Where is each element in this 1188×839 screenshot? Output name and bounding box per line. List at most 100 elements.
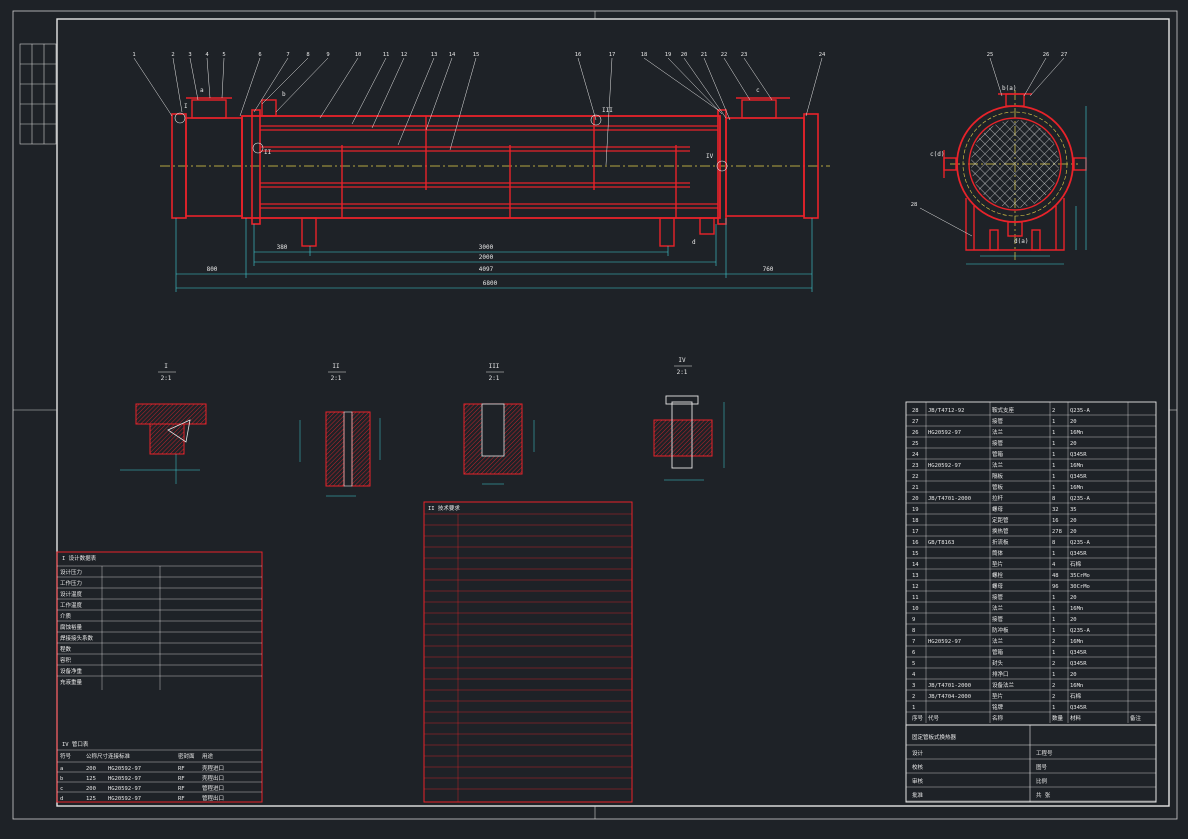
- parts-list-cell: 1: [1052, 474, 1055, 480]
- parts-list-cell: 管板: [992, 483, 1004, 491]
- nozzle-a: [191, 99, 227, 119]
- nozzle-table-cell: 管程进口: [202, 784, 224, 792]
- parts-list-cell: 4: [1052, 562, 1056, 568]
- nozzle-c: [741, 99, 777, 119]
- parts-list-cell: 法兰: [992, 637, 1004, 645]
- part-number-balloon: 20: [681, 52, 688, 58]
- design-row-label: 工作压力: [60, 579, 82, 587]
- parts-list-cell: 7: [912, 639, 915, 645]
- design-row-label: 工作温度: [60, 601, 83, 609]
- parts-list-cell: 16Mn: [1070, 463, 1083, 469]
- part-number-balloon: 21: [701, 52, 708, 58]
- parts-list-cell: 1: [1052, 606, 1055, 612]
- title-block-field: 共 张: [1036, 791, 1051, 799]
- parts-list-cell: 1: [1052, 551, 1055, 557]
- parts-list-header: 数量: [1052, 714, 1064, 722]
- parts-list-cell: 石棉: [1070, 560, 1082, 568]
- part-number-balloon: 8: [306, 52, 309, 58]
- dim-overall: 6800: [483, 280, 498, 287]
- nozzle-table-header: 密封面: [178, 752, 195, 760]
- side-balloon-leaders: [919, 57, 1065, 237]
- part-number-balloon: 28: [911, 202, 918, 208]
- tech-requirements-table: II 技术要求: [423, 501, 633, 803]
- side-dimension-lines: [966, 106, 1087, 265]
- parts-list-cell: 10: [912, 606, 919, 612]
- parts-list-cell: Q345R: [1070, 705, 1087, 711]
- parts-list-header: 备注: [1130, 714, 1142, 722]
- parts-list-cell: 接管: [992, 593, 1004, 601]
- detail-iii-label: III: [489, 363, 500, 370]
- parts-list-cell: Q345R: [1070, 452, 1087, 458]
- part-number-balloon: 5: [222, 52, 225, 58]
- part-number-balloon: 7: [286, 52, 289, 58]
- detail-marker-iii-label: III: [602, 107, 613, 114]
- nozzle-table-cell: RF: [178, 766, 185, 772]
- tech-table-title: II 技术要求: [428, 504, 460, 512]
- parts-list-cell: 20: [1070, 419, 1077, 425]
- parts-list-cell: 筒体: [992, 549, 1004, 557]
- design-row-label: 设备净重: [60, 667, 83, 675]
- parts-list-cell: 35CrMo: [1070, 573, 1090, 579]
- detail-iv-scale: 2:1: [677, 369, 688, 376]
- part-number-balloon: 9: [326, 52, 329, 58]
- parts-list-cell: 折流板: [992, 538, 1009, 546]
- parts-list-cell: 鞍式支座: [992, 406, 1015, 414]
- design-row-label: 介质: [60, 612, 72, 620]
- parts-list-cell: 设备法兰: [992, 681, 1015, 689]
- parts-list-cell: 1: [1052, 463, 1055, 469]
- part-number-balloon: 13: [431, 52, 438, 58]
- parts-list-cell: 拉杆: [992, 494, 1004, 502]
- detail-marker-ii: [252, 142, 264, 154]
- center-ticks: [13, 11, 1177, 819]
- parts-list-cell: HG20592-97: [928, 463, 961, 469]
- side-nozzle-label-top: b(a): [1002, 85, 1016, 92]
- side-tube-layout: [971, 120, 1059, 208]
- dim-right-head: 760: [763, 266, 774, 273]
- parts-list-cell: Q235-A: [1070, 496, 1091, 502]
- title-block-row: 批准: [912, 791, 924, 799]
- nozzle-table-cell: a: [60, 766, 63, 772]
- parts-list-cell: 15: [912, 551, 919, 557]
- part-number-balloon: 16: [575, 52, 582, 58]
- nozzle-table-header: 符号: [60, 752, 72, 760]
- parts-list-cell: 20: [1070, 595, 1077, 601]
- title-block-row: 审核: [912, 777, 924, 785]
- parts-list-cell: 16: [912, 540, 919, 546]
- nozzle-label-b: b: [282, 91, 286, 98]
- dim-support-spacing: 3000: [479, 244, 494, 251]
- part-number-balloon: 1: [132, 52, 135, 58]
- parts-list-cell: 换热管: [992, 527, 1009, 535]
- parts-list-cell: 16: [1052, 518, 1059, 524]
- parts-list-cell: 接管: [992, 439, 1004, 447]
- parts-list-cell: 接管: [992, 417, 1004, 425]
- detail-marker-iv-label: IV: [706, 153, 714, 160]
- nozzle-table-cell: 200: [86, 786, 96, 792]
- design-row-label: 容积: [60, 656, 72, 664]
- parts-list-cell: 20: [1070, 617, 1077, 623]
- nozzle-table-cell: 管程出口: [202, 794, 224, 802]
- title-block-field: 图号: [1036, 763, 1048, 771]
- parts-list-cell: 24: [912, 452, 919, 458]
- parts-list-cell: Q345R: [1070, 661, 1087, 667]
- parts-list-cell: 20: [1070, 672, 1077, 678]
- parts-list-cell: 封头: [992, 659, 1004, 667]
- parts-list-cell: 16Mn: [1070, 485, 1083, 491]
- parts-list-cell: 11: [912, 595, 919, 601]
- parts-list-cell: GB/T8163: [928, 540, 955, 546]
- nozzle-table-header: 公称尺寸: [86, 752, 109, 760]
- parts-list-cell: Q235-A: [1070, 408, 1091, 414]
- parts-list-cell: 法兰: [992, 461, 1004, 469]
- parts-list-cell: 20: [912, 496, 919, 502]
- inner-frame: [56, 18, 1170, 807]
- parts-list-cell: 16Mn: [1070, 606, 1083, 612]
- parts-list-cell: JB/T4704-2000: [928, 694, 971, 700]
- nozzle-table-cell: RF: [178, 786, 185, 792]
- balloon-leaders: [133, 57, 823, 166]
- parts-list-cell: 19: [912, 507, 919, 513]
- nozzle-label-d: d: [692, 239, 696, 246]
- part-number-balloon: 15: [473, 52, 480, 58]
- side-nozzle-label-bottom: d(a): [1014, 238, 1028, 245]
